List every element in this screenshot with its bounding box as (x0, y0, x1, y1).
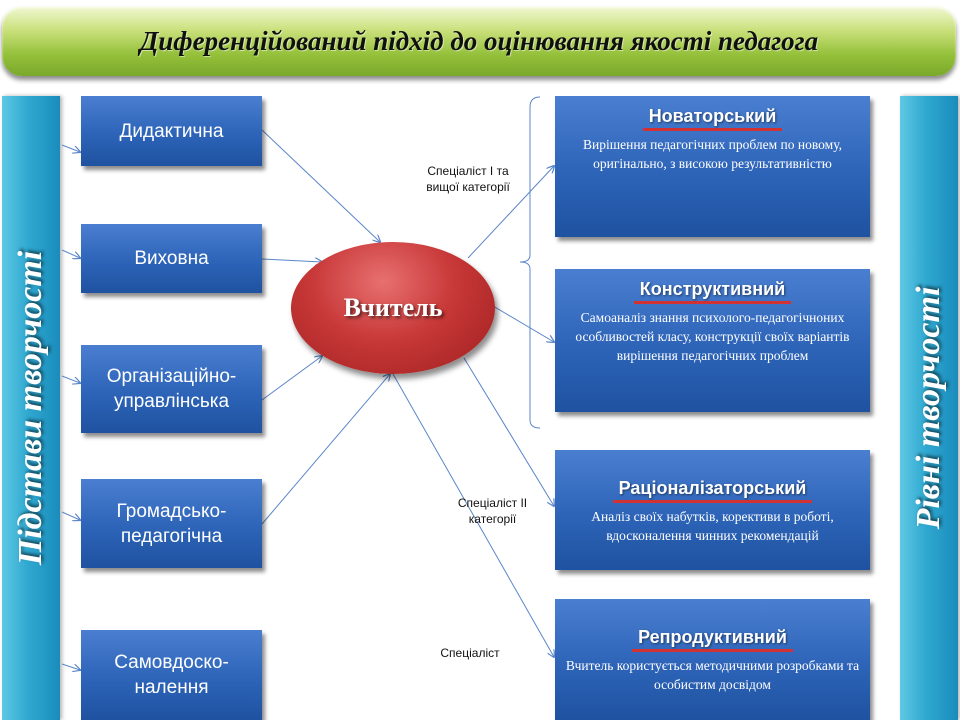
arrow-bar-to-public (61, 511, 80, 520)
arrow-teacher-to-constructive (492, 305, 554, 342)
left-sidebar: Підстави творчості (2, 96, 60, 720)
arrow-bar-to-didactic (61, 144, 80, 152)
arrow-bar-to-organizational (61, 375, 80, 383)
basis-box-self-improvement: Самовдоско-налення (81, 630, 262, 720)
basis-label-didactic: Дидактична (119, 120, 224, 142)
teacher-label: Вчитель (343, 293, 443, 322)
level-box-rationalizing: Раціоналізаторський Аналіз своїх набуткі… (555, 450, 870, 570)
basis-label-self-improvement: Самовдоско-налення (114, 652, 229, 698)
arrow-public-to-teacher (261, 374, 390, 525)
level-name-constructive: Конструктивний (633, 277, 792, 304)
level-name-innovative: Новаторський (642, 104, 783, 131)
arrow-educational-to-teacher (261, 259, 322, 262)
diagram-title: Диференційований підхід до оцінювання як… (139, 25, 819, 56)
arrow-organizational-to-teacher (261, 356, 322, 401)
level-name-reproductive: Репродуктивний (632, 625, 793, 652)
level-name-rationalizing: Раціоналізаторський (612, 476, 813, 503)
basis-box-didactic: Дидактична (81, 96, 262, 166)
level-bracket (519, 96, 541, 429)
basis-label-educational: Виховна (134, 248, 209, 269)
level-desc-constructive: Самоаналіз знання психолого-педагогічнон… (575, 310, 850, 363)
level-box-innovative: Новаторський Вирішення педагогічних проб… (555, 96, 870, 237)
category-label-specialist: Спеціаліст (440, 646, 500, 660)
arrow-didactic-to-teacher (261, 129, 380, 242)
teacher-node: Вчитель (291, 242, 495, 374)
basis-box-educational: Виховна (81, 224, 262, 293)
arrow-teacher-to-rationalizing (463, 357, 554, 506)
arrow-bar-to-educational (61, 249, 80, 258)
level-box-reproductive: Репродуктивний Вчитель користується мето… (555, 599, 870, 720)
arrow-teacher-to-reproductive (392, 373, 554, 657)
level-box-constructive: Конструктивний Самоаналіз знання психоло… (555, 269, 870, 412)
category-label-second: Спеціаліст ІІ категорії (457, 496, 528, 526)
basis-label-public: Громадсько-педагогічна (116, 500, 227, 547)
right-sidebar: Рівні творчості (900, 96, 958, 720)
level-desc-reproductive: Вчитель користується методичними розробк… (565, 658, 860, 692)
category-label-first-higher: Спеціаліст І та вищої категорії (426, 164, 510, 194)
basis-box-organizational: Організаційно-управлінська (81, 345, 262, 433)
arrow-bar-to-self (61, 663, 80, 670)
arrow-teacher-to-innovative (467, 166, 554, 259)
level-desc-innovative: Вирішення педагогічних проблем по новому… (583, 137, 842, 171)
basis-box-public: Громадсько-педагогічна (81, 479, 262, 568)
title-banner: Диференційований підхід до оцінювання як… (2, 6, 956, 76)
level-desc-rationalizing: Аналіз своїх набутків, корективи в робот… (591, 509, 834, 543)
basis-label-organizational: Організаційно-управлінська (106, 366, 237, 412)
